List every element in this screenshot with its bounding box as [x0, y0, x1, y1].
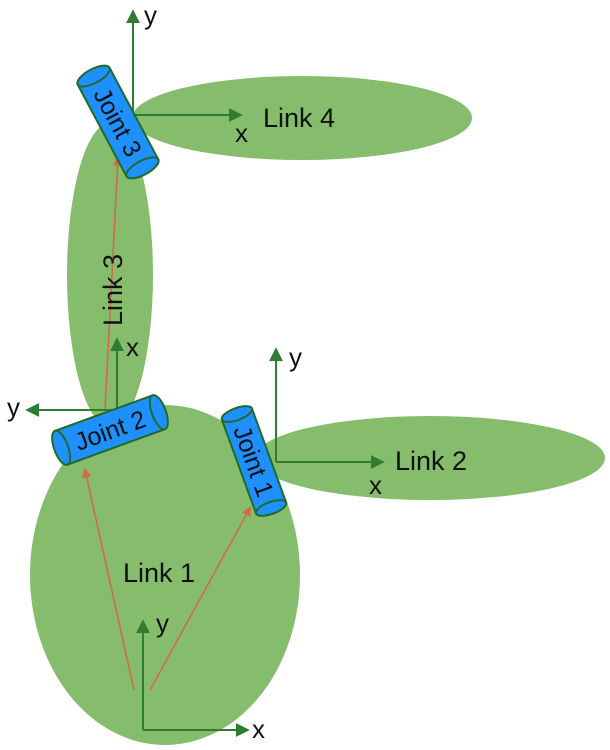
link-2-shape	[255, 416, 605, 500]
base-frame-x-label: x	[252, 714, 265, 744]
link-4-label: Link 4	[263, 103, 335, 133]
link-3-label: Link 3	[98, 254, 128, 326]
joint-3-frame-x-label: x	[235, 118, 248, 148]
base-frame-y-label: y	[156, 608, 169, 638]
link-3-shape	[67, 123, 153, 427]
joint-2-frame-y-label: y	[7, 392, 20, 422]
joint-2-frame-x-label: x	[126, 332, 139, 362]
joint-1-frame-x-label: x	[369, 470, 382, 500]
vector-base-to-joint-2	[81, 468, 135, 691]
vector-joint-2-to-joint-3	[104, 156, 123, 411]
joint-1-frame-y-label: y	[289, 342, 302, 372]
link-4-shape	[132, 76, 472, 160]
link-1-shape	[30, 405, 300, 745]
position-vectors	[81, 156, 251, 691]
link-1-label: Link 1	[123, 558, 195, 588]
link-2-label: Link 2	[395, 446, 467, 476]
coordinate-frames	[25, 9, 385, 737]
joint-3-frame-y-label: y	[144, 0, 157, 30]
vector-base-to-joint-1	[149, 506, 251, 691]
